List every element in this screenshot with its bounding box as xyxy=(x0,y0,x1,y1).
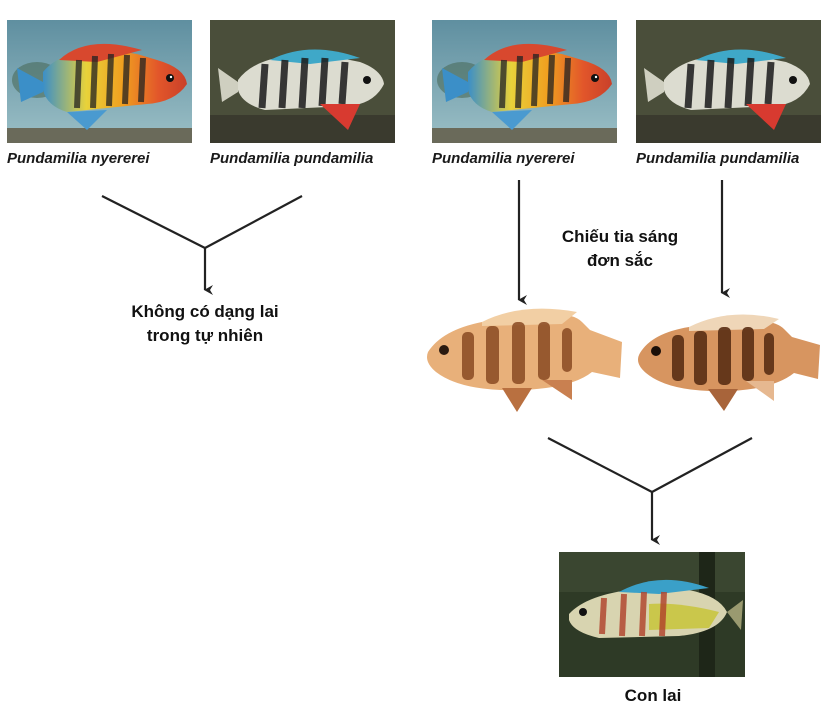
right-merge-lines xyxy=(547,437,753,545)
no-hybrid-line-1: Không có dạng lai xyxy=(131,302,279,321)
species-label-pundamilia: Pundamilia pundamilia xyxy=(210,150,374,167)
light-arrows xyxy=(517,180,730,305)
species-label-nyererei: Pundamilia nyererei xyxy=(432,150,575,167)
sepia-fish-illustration xyxy=(634,305,824,417)
light-line-1: Chiếu tia sáng xyxy=(561,227,679,246)
pundamilia-fish-photo xyxy=(636,20,821,143)
no-hybrid-label: Không có dạng lai trong tự nhiên xyxy=(85,300,325,348)
no-hybrid-line-2: trong tự nhiên xyxy=(146,326,264,345)
left-merge-lines xyxy=(101,195,303,295)
nyererei-fish-photo xyxy=(432,20,617,143)
pundamilia-fish-photo xyxy=(210,20,395,143)
sepia-fish-illustration xyxy=(422,300,627,418)
hybrid-fish-photo xyxy=(559,552,745,677)
nyererei-fish-photo xyxy=(7,20,192,143)
species-label-nyererei: Pundamilia nyererei xyxy=(7,150,150,167)
monochromatic-light-label: Chiếu tia sáng đơn sắc xyxy=(530,225,710,273)
species-label-pundamilia: Pundamilia pundamilia xyxy=(636,150,800,167)
light-line-2: đơn sắc xyxy=(587,251,653,270)
hybrid-label: Con lai xyxy=(624,686,682,705)
